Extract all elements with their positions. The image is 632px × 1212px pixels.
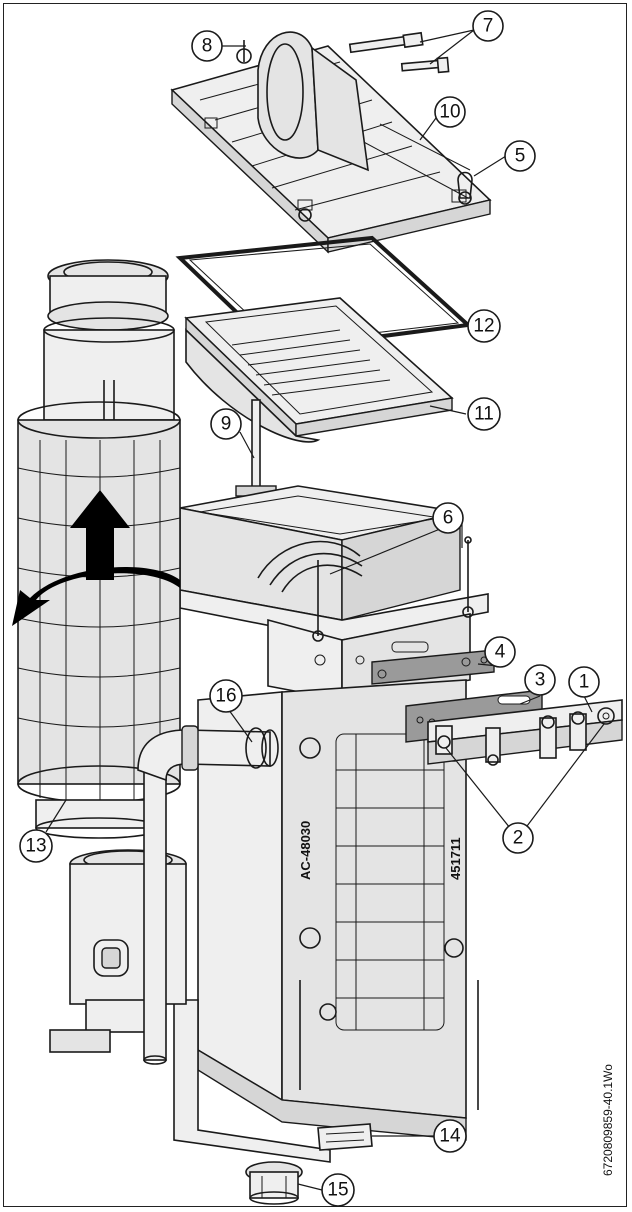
svg-text:1: 1 [579, 672, 590, 693]
heat-exchanger: AC-48030 451711 [173, 485, 489, 1163]
callout-10: 10 [434, 96, 466, 128]
ignition-electrodes [312, 536, 474, 642]
svg-text:10: 10 [439, 102, 460, 123]
svg-text:15: 15 [327, 1180, 348, 1201]
callout-14: 14 [433, 1119, 467, 1153]
svg-text:8: 8 [202, 36, 213, 57]
svg-text:11: 11 [474, 404, 494, 425]
leader-lines [45, 29, 605, 1191]
flue-assembly [12, 259, 279, 1065]
callout-4: 4 [484, 636, 516, 668]
svg-text:16: 16 [215, 686, 236, 707]
callout-3: 3 [524, 664, 556, 696]
cover-plate [170, 31, 492, 254]
svg-text:14: 14 [439, 1126, 461, 1147]
sensor-bracket [371, 649, 495, 685]
svg-text:9: 9 [221, 414, 232, 435]
callout-8: 8 [191, 30, 223, 62]
svg-text:7: 7 [483, 16, 494, 37]
svg-text:6: 6 [443, 508, 454, 529]
callout-2: 2 [502, 822, 534, 854]
callout-1: 1 [568, 666, 600, 698]
svg-text:13: 13 [25, 836, 46, 857]
figure-frame [3, 3, 627, 1207]
drain-plug [245, 1161, 303, 1205]
casting-mark-right: 451711 [448, 837, 463, 880]
svg-text:12: 12 [473, 316, 494, 337]
svg-text:4: 4 [495, 642, 506, 663]
callout-5: 5 [504, 140, 536, 172]
drain-clip [317, 1123, 373, 1151]
callout-15: 15 [321, 1173, 355, 1207]
callout-13: 13 [19, 829, 53, 863]
svg-text:2: 2 [513, 828, 524, 849]
callout-9: 9 [210, 408, 242, 440]
svg-text:5: 5 [515, 146, 526, 167]
electrode-rail [427, 699, 623, 766]
figure-id: 6720809859-40.1Wo [601, 1064, 615, 1176]
callout-11: 11 [467, 397, 501, 431]
casting-mark-left: AC-48030 [298, 821, 313, 880]
callout-16: 16 [209, 679, 243, 713]
callout-7: 7 [472, 10, 504, 42]
callout-6: 6 [432, 502, 464, 534]
svg-text:3: 3 [535, 670, 546, 691]
callout-12: 12 [467, 309, 501, 343]
